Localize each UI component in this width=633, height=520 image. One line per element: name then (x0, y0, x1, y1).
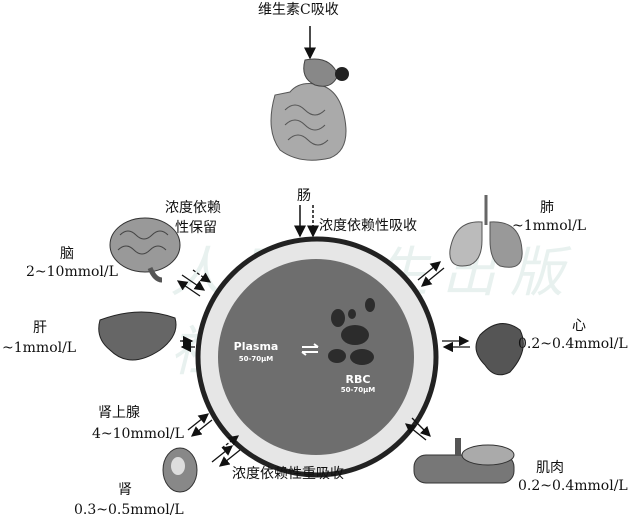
rbc-conc: 50-70μM (340, 386, 376, 394)
kidney-label: 肾 (118, 482, 132, 498)
muscle-conc: 0.2~0.4mmol/L (518, 478, 628, 494)
adrenal-label: 肾上腺 (98, 405, 140, 421)
brain-note-line1: 浓度依赖 (165, 200, 221, 216)
intestine-label: 肠 (297, 188, 311, 204)
intestine-note: 浓度依赖性吸收 (319, 218, 417, 234)
brain-label: 脑 (60, 246, 74, 262)
rbc-cells-icon (328, 298, 375, 365)
heart-icon (475, 323, 524, 376)
blood-circle (195, 236, 439, 478)
brain-note-line2: 性保留 (175, 220, 217, 236)
kidney-note: 浓度依赖性重吸收 (232, 466, 344, 482)
liver-conc: ~1mmol/L (2, 340, 77, 356)
kidney-conc: 0.3~0.5mmol/L (74, 502, 184, 518)
plasma-label: Plasma (233, 340, 279, 353)
source-label: 维生素C吸收 (258, 2, 339, 18)
liver-icon (98, 311, 177, 361)
kidney-icon (162, 447, 198, 493)
intestine-icon (270, 58, 349, 161)
muscle-icon (413, 438, 515, 484)
muscle-label: 肌肉 (536, 460, 564, 476)
exchange-arrows-icon (301, 343, 319, 356)
lung-icon (449, 195, 523, 268)
brain-icon (109, 217, 181, 283)
plasma-conc: 50-70μM (238, 355, 274, 363)
adrenal-conc: 4~10mmol/L (92, 426, 184, 442)
lung-conc: ~1mmol/L (512, 218, 587, 234)
heart-label: 心 (572, 318, 586, 334)
heart-conc: 0.2~0.4mmol/L (518, 336, 628, 352)
liver-label: 肝 (33, 320, 47, 336)
brain-conc: 2~10mmol/L (26, 264, 118, 280)
rbc-label: RBC (345, 373, 371, 386)
lung-label: 肺 (540, 200, 554, 216)
